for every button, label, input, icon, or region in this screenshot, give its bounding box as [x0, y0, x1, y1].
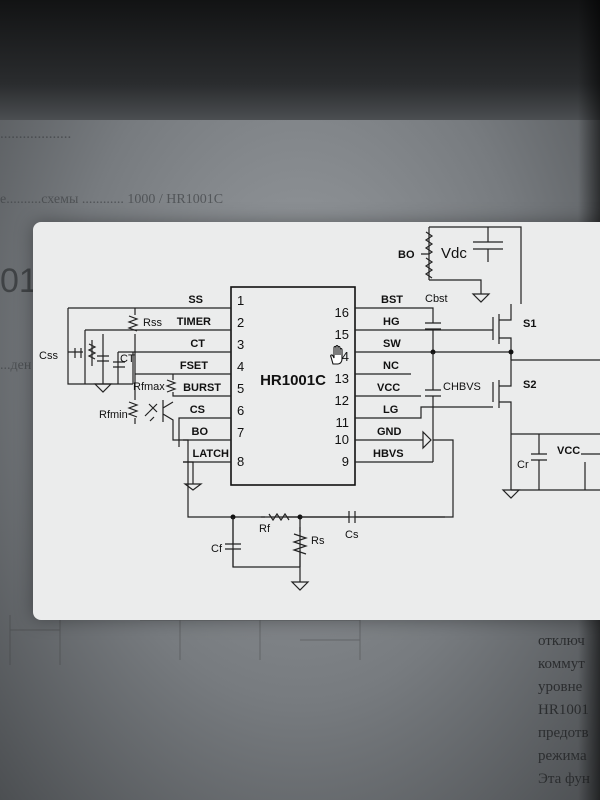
schematic-diagram: HR1001C SS TIMER CT FSET BURST CS BO LAT… [39, 226, 600, 591]
right-circuit: BO Vdc Cbst CHBVS S1 S2 Cr VCC [398, 226, 600, 499]
pin-label-bo: BO [192, 426, 209, 438]
pin-label-ct: CT [190, 338, 205, 350]
label-s2: S2 [523, 379, 536, 391]
chip-body [230, 286, 356, 486]
pin-number: 9 [342, 454, 349, 469]
pin-label-timer: TIMER [177, 316, 211, 328]
background-side-word: ...ден [0, 358, 32, 373]
chip-name: HR1001C [260, 372, 326, 389]
background-heading: ................... [0, 126, 72, 142]
label-cf: Cf [211, 543, 223, 555]
bottom-circuit: Rf Cf Rs Cs [211, 511, 445, 591]
pin-label-bst: BST [381, 294, 403, 306]
label-rf: Rf [259, 523, 271, 535]
paragraph-line: Эта фун [538, 771, 590, 787]
label-s1: S1 [523, 318, 536, 330]
paragraph-line: уровне [538, 679, 583, 695]
monitor-bezel [0, 0, 600, 120]
pin-number: 2 [237, 315, 244, 330]
pin-label-gnd: GND [377, 426, 402, 438]
background-paragraph: отключ коммут уровне HR1001 предотв режи… [538, 630, 600, 791]
label-rs: Rs [311, 535, 325, 547]
paragraph-line: режима [538, 748, 587, 764]
pin-number: 11 [336, 415, 350, 430]
pin-number: 16 [335, 305, 349, 320]
pin-label-cs: CS [190, 404, 205, 416]
label-chbvs: CHBVS [443, 381, 481, 393]
label-rss: Rss [143, 317, 162, 329]
pin-number: 10 [335, 432, 349, 447]
label-cs: Cs [345, 529, 359, 541]
label-vdc: Vdc [441, 245, 467, 262]
pin-number: 5 [237, 381, 244, 396]
label-vcc: VCC [557, 445, 580, 457]
label-cr: Cr [517, 459, 529, 471]
pin-label-sw: SW [383, 338, 401, 350]
pin-number: 3 [237, 337, 244, 352]
paragraph-line: отключ [538, 633, 585, 649]
pin-label-hbvs: HBVS [373, 448, 404, 460]
paragraph-line: предотв [538, 725, 589, 741]
hand-cursor-icon [330, 344, 343, 365]
paragraph-line: HR1001 [538, 702, 589, 718]
pin-label-latch: LATCH [193, 448, 230, 460]
pin-number: 8 [237, 454, 244, 469]
label-ct: CT [120, 353, 135, 365]
pin-number: 6 [237, 403, 244, 418]
label-rfmax: Rfmax [133, 381, 165, 393]
label-bo: BO [398, 249, 415, 261]
pin-number: 13 [335, 371, 349, 386]
right-pins: BST HG SW NC VCC LG GND HBVS 16 15 14 13… [335, 294, 411, 469]
pin-number: 12 [335, 393, 349, 408]
background-subheading: е..........схемы ............ 1000 / HR1… [0, 192, 224, 207]
background-large-text: 01 [0, 262, 38, 300]
label-css: Css [39, 350, 58, 362]
image-viewer-popup[interactable]: HR1001C SS TIMER CT FSET BURST CS BO LAT… [33, 222, 600, 620]
pin-label-lg: LG [383, 404, 398, 416]
pin-label-burst: BURST [183, 382, 221, 394]
pin-label-ss: SS [188, 294, 203, 306]
pin-label-fset: FSET [180, 360, 208, 372]
pin-number: 7 [237, 425, 244, 440]
pin-number: 15 [335, 327, 349, 342]
background-faint-schematic [9, 615, 361, 665]
label-rfmin: Rfmin [99, 409, 128, 421]
pin-number: 4 [237, 359, 244, 374]
pin-label-hg: HG [383, 316, 400, 328]
pin-label-vcc: VCC [377, 382, 400, 394]
paragraph-line: коммут [538, 656, 585, 672]
label-cbst: Cbst [425, 293, 448, 305]
pin-label-nc: NC [383, 360, 399, 372]
junction-dot [508, 349, 514, 355]
pin-number: 1 [237, 293, 244, 308]
left-pins: SS TIMER CT FSET BURST CS BO LATCH 1 2 3… [177, 293, 244, 469]
